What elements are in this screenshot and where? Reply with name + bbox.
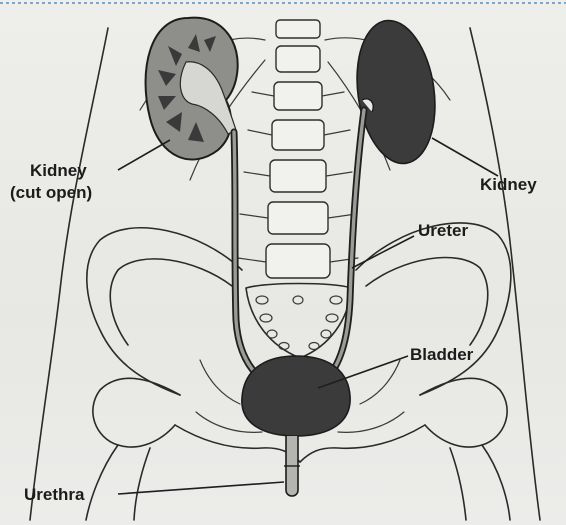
leader-ureter — [352, 236, 414, 268]
leader-kidney-cut-open — [118, 140, 170, 170]
spine — [238, 20, 358, 278]
leader-kidney — [432, 138, 498, 176]
urethra — [284, 436, 300, 496]
label-kidney: Kidney — [480, 176, 537, 194]
bladder — [242, 356, 350, 436]
label-ureter: Ureter — [418, 222, 468, 240]
leader-urethra — [118, 482, 284, 494]
sacrum — [246, 284, 352, 359]
label-urethra: Urethra — [24, 486, 84, 504]
kidney-cut-open — [146, 18, 238, 160]
label-kidney-cut-open-line1: Kidney — [30, 162, 87, 180]
label-kidney-cut-open-line2: (cut open) — [10, 184, 92, 202]
label-bladder: Bladder — [410, 346, 473, 364]
